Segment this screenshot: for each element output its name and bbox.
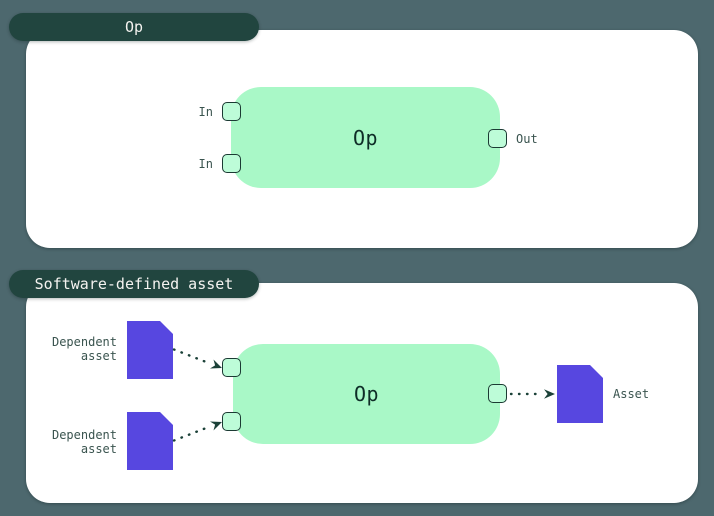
input-label-1: In <box>198 105 213 119</box>
asset-icon <box>557 365 603 423</box>
input-port-2 <box>222 412 241 431</box>
input-port-2 <box>222 154 241 173</box>
op-node: Op <box>231 87 500 188</box>
op-panel-card: Op In In Out <box>26 30 698 248</box>
software-defined-asset-card: Op Dependent asset Dependent asset Asset <box>26 283 698 503</box>
dependency-arrow-1 <box>172 348 222 369</box>
output-label: Out <box>516 132 538 146</box>
op-panel-tab: Op <box>9 13 259 41</box>
op-panel-tab-label: Op <box>124 18 144 36</box>
dependent-asset-icon-1 <box>127 321 173 379</box>
op-node-label: Op <box>352 125 379 150</box>
software-defined-asset-tab-label: Software-defined asset <box>34 275 234 293</box>
op-node: Op <box>233 344 500 444</box>
output-port <box>488 384 507 403</box>
asset-label: Asset <box>613 387 650 401</box>
input-port-1 <box>222 102 241 121</box>
software-defined-asset-panel-tab: Software-defined asset <box>9 270 259 298</box>
output-port <box>488 129 507 148</box>
output-arrow <box>509 389 555 399</box>
dependent-asset-label-2: Dependent asset <box>51 428 117 456</box>
op-node-label: Op <box>353 382 380 406</box>
dependency-arrow-2 <box>172 421 222 442</box>
input-label-2: In <box>198 157 213 171</box>
input-port-1 <box>222 358 241 377</box>
dependent-asset-icon-2 <box>127 412 173 470</box>
dependent-asset-label-1: Dependent asset <box>51 335 117 363</box>
